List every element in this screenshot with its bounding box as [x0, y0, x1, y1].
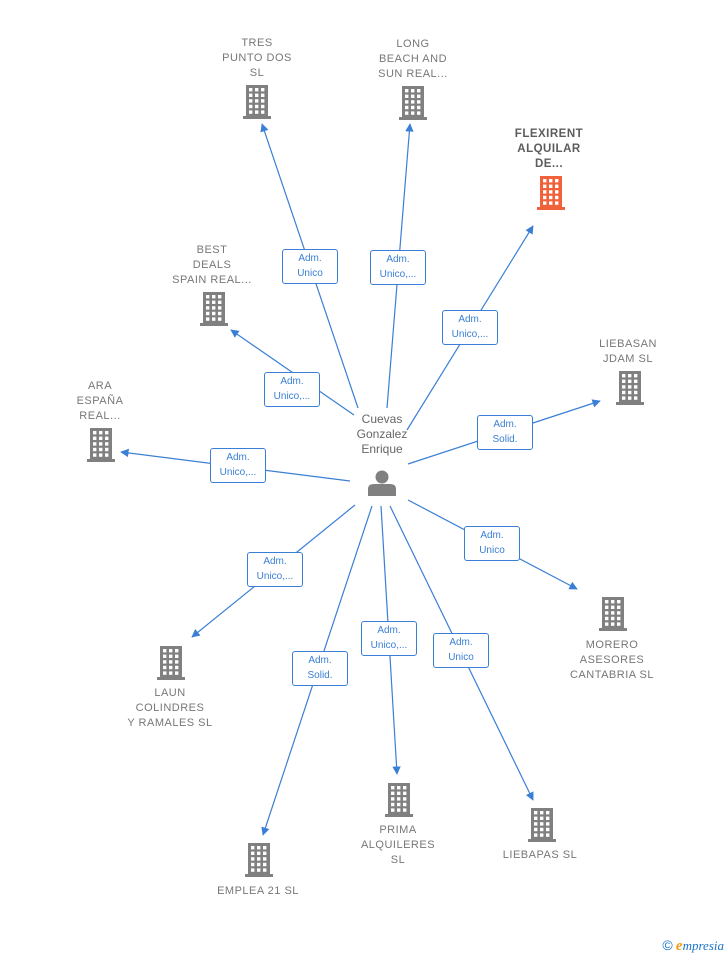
- role-badge-laun[interactable]: Adm. Unico,...: [247, 552, 303, 587]
- person-icon[interactable]: [368, 470, 396, 497]
- company-label-ara-espana[interactable]: ARA ESPAÑA REAL...: [76, 380, 124, 422]
- building-icon-best-deals[interactable]: [200, 292, 228, 326]
- brand-watermark: © empresia: [662, 937, 724, 955]
- building-icon-laun[interactable]: [157, 646, 185, 680]
- person-name[interactable]: Cuevas Gonzalez Enrique: [356, 412, 408, 456]
- building-icon-long-beach[interactable]: [399, 86, 427, 120]
- role-badge-liebasan[interactable]: Adm. Solid.: [477, 415, 533, 450]
- building-icon-liebapas[interactable]: [528, 808, 556, 842]
- role-badge-morero[interactable]: Adm. Unico: [464, 526, 520, 561]
- company-label-flexirent[interactable]: FLEXIRENT ALQUILAR DE...: [514, 128, 584, 170]
- role-badge-best-deals[interactable]: Adm. Unico,...: [264, 372, 320, 407]
- company-label-emplea[interactable]: EMPLEA 21 SL: [217, 885, 299, 897]
- company-label-laun[interactable]: LAUN COLINDRES Y RAMALES SL: [127, 687, 213, 729]
- company-label-liebasan[interactable]: LIEBASAN JDAM SL: [599, 338, 657, 365]
- company-label-prima[interactable]: PRIMA ALQUILERES SL: [360, 824, 436, 866]
- brand-name: mpresia: [682, 938, 724, 953]
- building-icon-ara-espana[interactable]: [87, 428, 115, 462]
- company-label-liebapas[interactable]: LIEBAPAS SL: [502, 849, 578, 861]
- role-badge-emplea[interactable]: Adm. Solid.: [292, 651, 348, 686]
- copyright-icon: ©: [662, 937, 673, 953]
- company-label-best-deals[interactable]: BEST DEALS SPAIN REAL...: [172, 244, 252, 286]
- building-icon-prima[interactable]: [385, 783, 413, 817]
- role-badge-ara-espana[interactable]: Adm. Unico,...: [210, 448, 266, 483]
- company-label-long-beach[interactable]: LONG BEACH AND SUN REAL...: [378, 38, 448, 80]
- building-icon-tres-punto-dos[interactable]: [243, 85, 271, 119]
- role-badge-tres-punto-dos[interactable]: Adm. Unico: [282, 249, 338, 284]
- role-badge-liebapas[interactable]: Adm. Unico: [433, 633, 489, 668]
- role-badge-long-beach[interactable]: Adm. Unico,...: [370, 250, 426, 285]
- company-label-tres-punto-dos[interactable]: TRES PUNTO DOS SL: [222, 37, 292, 79]
- building-icon-flexirent[interactable]: [537, 176, 565, 210]
- company-label-morero[interactable]: MORERO ASESORES CANTABRIA SL: [569, 639, 655, 681]
- building-icon-emplea[interactable]: [245, 843, 273, 877]
- brand-logo-initial: e: [675, 938, 683, 954]
- building-icon-morero[interactable]: [599, 597, 627, 631]
- building-icon-liebasan[interactable]: [616, 371, 644, 405]
- role-badge-flexirent[interactable]: Adm. Unico,...: [442, 310, 498, 345]
- role-badge-prima[interactable]: Adm. Unico,...: [361, 621, 417, 656]
